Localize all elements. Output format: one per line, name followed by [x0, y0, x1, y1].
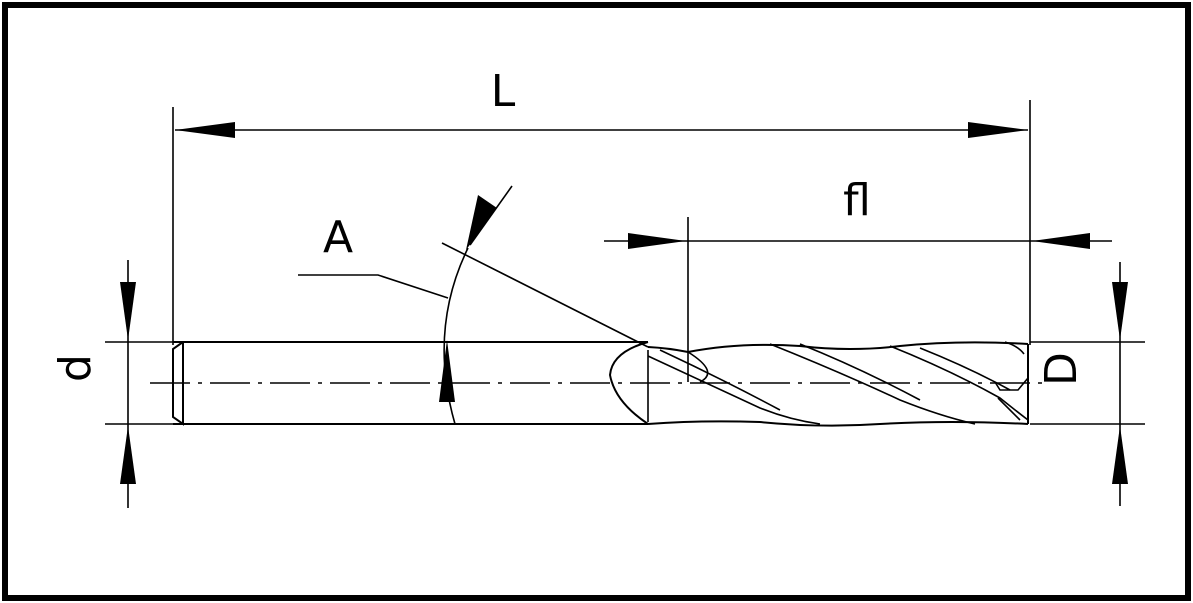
helix-flute-2b — [799, 343, 921, 401]
helix-flute-3 — [889, 345, 1029, 421]
arrow-a-upper — [466, 195, 497, 250]
helix-flute-1b — [659, 349, 781, 411]
helix-reference-line — [441, 242, 649, 348]
arrow-fl-left — [628, 233, 686, 249]
overall-length-dimension: L — [172, 66, 1031, 345]
arrow-l-right — [968, 122, 1028, 138]
arrow-d-top — [120, 282, 136, 340]
cutting-diameter-dimension: D — [1030, 262, 1145, 506]
arrow-fl-right — [1032, 233, 1090, 249]
helix-flute-3b — [919, 347, 1011, 391]
shank-end-chamfer — [172, 341, 184, 426]
label-shank-diameter: d — [50, 354, 101, 382]
flute-bottom-edge — [647, 420, 1029, 427]
end-tooth-profile — [994, 377, 1029, 391]
flute-length-dimension: fl — [604, 175, 1112, 382]
arrow-D-bottom — [1112, 426, 1128, 484]
end-tooth-lower — [997, 397, 1021, 421]
shank-runout — [608, 341, 649, 425]
arrow-d-bottom — [120, 426, 136, 484]
label-cutting-diameter: D — [1036, 352, 1087, 386]
label-flute-length: fl — [843, 175, 871, 226]
label-helix-angle: A — [323, 212, 353, 263]
helix-angle-annotation: A — [298, 185, 649, 425]
arrow-D-top — [1112, 282, 1128, 340]
arrow-a-lower — [439, 340, 455, 402]
end-tooth-detail — [1004, 341, 1025, 355]
arrow-l-left — [175, 122, 235, 138]
helix-flute-2 — [769, 343, 976, 425]
helix-flute-1 — [647, 355, 821, 425]
shank-diameter-dimension: d — [50, 260, 175, 508]
label-overall-length: L — [491, 66, 516, 117]
leader-line-a — [298, 274, 449, 299]
end-mill-body — [150, 341, 1045, 427]
flute-inner-curve — [687, 351, 709, 383]
